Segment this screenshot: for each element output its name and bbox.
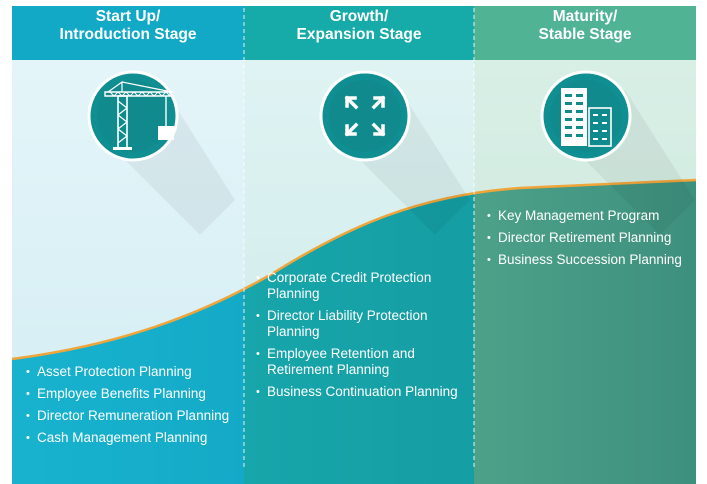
list-item: Director Retirement Planning xyxy=(487,230,692,246)
stage1-title: Start Up/ Introduction Stage xyxy=(12,8,244,44)
stage1-title-line1: Start Up/ xyxy=(95,8,161,25)
list-item: Cash Management Planning xyxy=(26,430,240,446)
stage1-header-bar xyxy=(12,6,244,60)
stage2-list: Corporate Credit Protection Planning Dir… xyxy=(256,270,468,406)
stage1-title-line2: Introduction Stage xyxy=(59,26,197,43)
crane-icon xyxy=(87,70,179,162)
list-item: Director Liability Protection Planning xyxy=(256,308,468,340)
list-item: Director Remuneration Planning xyxy=(26,408,240,424)
stage3-list: Key Management Program Director Retireme… xyxy=(487,208,692,274)
list-item: Asset Protection Planning xyxy=(26,364,240,380)
stage3-title: Maturity/ Stable Stage xyxy=(474,8,696,44)
stage3-title-line2: Stable Stage xyxy=(538,26,632,43)
stage3-header-bar xyxy=(474,6,696,60)
list-item: Business Continuation Planning xyxy=(256,384,468,400)
list-item: Employee Benefits Planning xyxy=(26,386,240,402)
list-item: Key Management Program xyxy=(487,208,692,224)
list-item: Corporate Credit Protection Planning xyxy=(256,270,468,302)
expand-arrows-icon xyxy=(319,70,411,162)
stage1-list: Asset Protection Planning Employee Benef… xyxy=(26,364,240,452)
stage3-title-line1: Maturity/ xyxy=(552,8,618,25)
stage2-title: Growth/ Expansion Stage xyxy=(244,8,474,44)
stage2-header-bar xyxy=(244,6,474,60)
list-item: Employee Retention and Retirement Planni… xyxy=(256,346,468,378)
list-item: Business Succession Planning xyxy=(487,252,692,268)
stage2-title-line2: Expansion Stage xyxy=(296,26,422,43)
office-building-icon xyxy=(540,70,632,162)
stage2-title-line1: Growth/ xyxy=(329,8,389,25)
